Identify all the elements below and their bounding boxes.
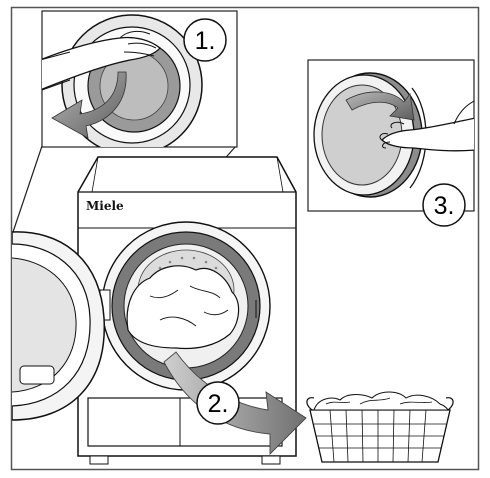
- step-1-label: 1.: [195, 27, 216, 55]
- step-1-panel: 1.: [40, 11, 237, 155]
- step-3-panel: 3.: [308, 60, 476, 226]
- laundry-basket: [307, 392, 453, 462]
- step-2-label: 2.: [208, 390, 229, 418]
- step-3-label: 3.: [434, 192, 455, 220]
- brand-logo: Miele: [86, 199, 124, 213]
